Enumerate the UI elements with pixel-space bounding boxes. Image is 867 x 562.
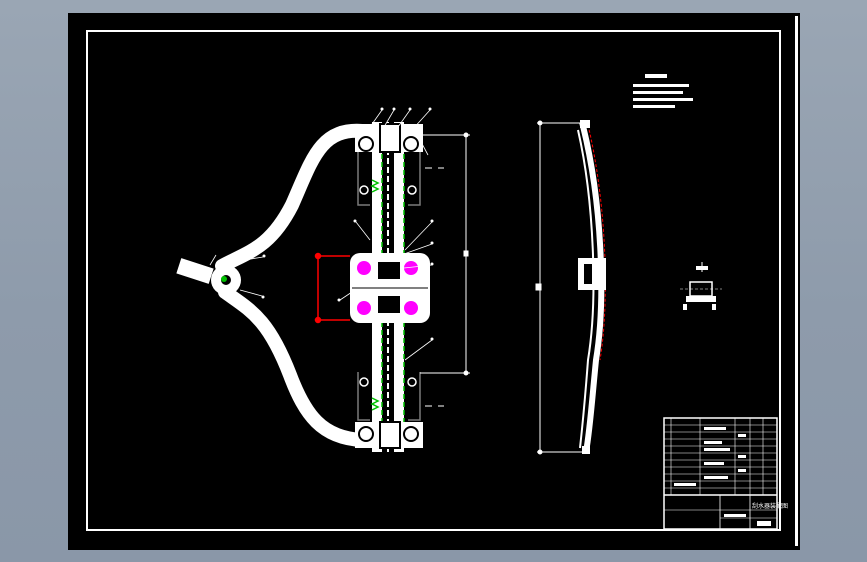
upper-wiper-arm (215, 123, 369, 273)
bolt-hole (357, 301, 371, 315)
wiper-blade-side-view (535, 120, 606, 455)
springs (370, 179, 380, 411)
part-leaders (209, 109, 433, 361)
blade-inner-edge (577, 129, 595, 449)
detail-view (680, 262, 722, 310)
top-end-block (355, 123, 423, 153)
bolt-hole (404, 301, 418, 315)
balloon-marks (261, 107, 434, 341)
blade-outline (579, 121, 605, 453)
bottom-end-block (355, 421, 423, 449)
pivot-hub (176, 258, 241, 295)
overall-length-dimension (420, 132, 470, 376)
wiper-linkage-top-view (176, 107, 470, 452)
center-ticks (425, 167, 444, 407)
blade-rubber-line (587, 124, 606, 361)
central-mount-plate (350, 253, 430, 323)
blade-length-dimension (535, 120, 585, 455)
lower-wiper-arm (218, 285, 369, 447)
cad-drawing: 刮水器装配图 (86, 16, 798, 546)
cad-viewport[interactable]: 刮水器装配图 (68, 13, 800, 550)
plate-dimension (314, 252, 350, 324)
side-brackets (357, 152, 421, 421)
sheet-border (86, 30, 781, 531)
sheet-edge-right (795, 16, 798, 546)
technical-requirements-note (633, 74, 693, 108)
drawing-title: 刮水器装配图 (752, 502, 788, 510)
bolt-hole (357, 261, 371, 275)
bolt-hole (404, 261, 418, 275)
parts-list-marks (674, 427, 746, 486)
title-block: 刮水器装配图 (663, 417, 788, 530)
parts-list-grid (664, 418, 777, 495)
rail-clamps (359, 185, 417, 387)
